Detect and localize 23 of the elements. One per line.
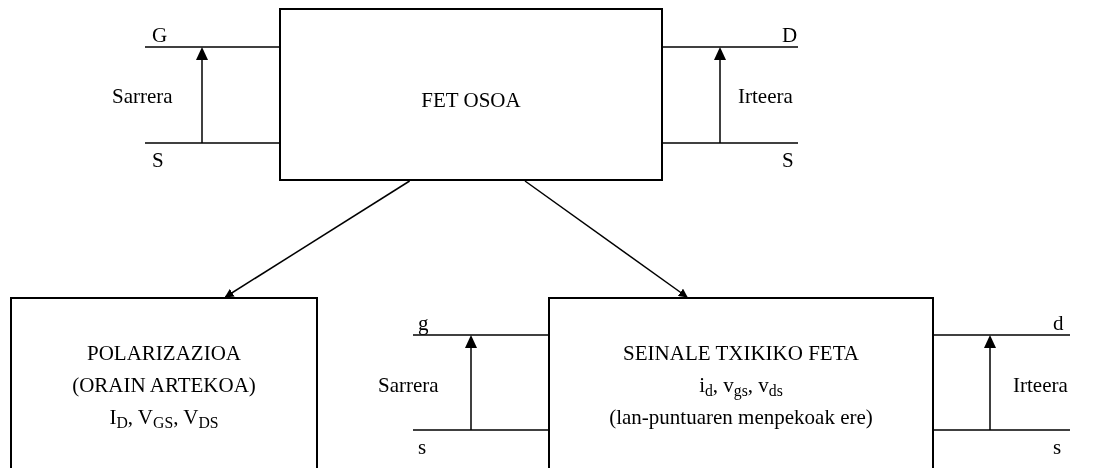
block-box (548, 297, 934, 468)
terminal-label: d (1053, 310, 1064, 336)
terminal-label: g (418, 310, 429, 336)
terminal-label: D (782, 22, 798, 48)
box-text: POLARIZAZIOA (ORAIN ARTEKOA) (71, 340, 257, 399)
terminal-label: S (152, 147, 164, 173)
terminal-label: Irteera (738, 83, 793, 109)
arrow (224, 180, 411, 298)
terminal-label: Sarrera (112, 83, 173, 109)
block-box (10, 297, 318, 468)
box-text: FET OSOA (421, 87, 521, 114)
arrow (524, 180, 688, 298)
terminal-label: G (152, 22, 168, 48)
box-text: I$_{D}$, V$_{GS}$, V$_{DS}$ (109, 404, 219, 433)
box-text: i$_{d}$, v$_{gs}$, v$_{ds}$ (699, 372, 783, 401)
terminal-label: Sarrera (378, 372, 439, 398)
terminal-label: s (1053, 434, 1062, 460)
box-text: SEINALE TXIKIKO FETA (623, 340, 859, 367)
box-text: (lan-puntuaren menpekoak ere) (609, 404, 873, 431)
terminal-label: S (782, 147, 794, 173)
block-box (279, 8, 663, 181)
terminal-label: Irteera (1013, 372, 1068, 398)
terminal-label: s (418, 434, 427, 460)
